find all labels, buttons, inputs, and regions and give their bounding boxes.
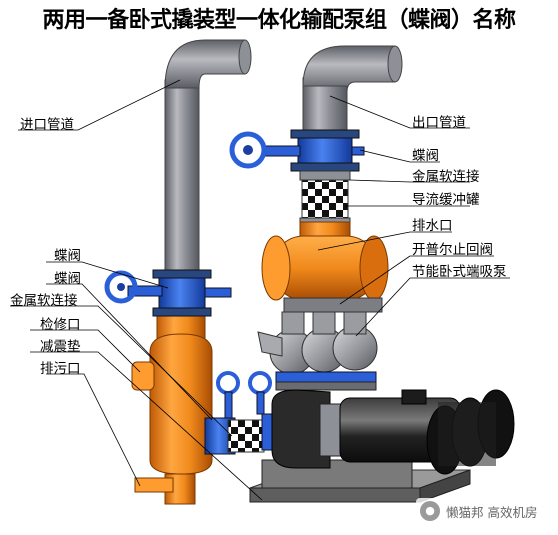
outlet-butterfly-valve [229, 129, 365, 172]
leader-lines [10, 79, 510, 501]
skid-base-frame [249, 459, 471, 503]
label-drain-outlet: 排污口 [40, 361, 81, 377]
end-suction-pumps [271, 389, 515, 475]
label-end-suction-pump: 节能卧式端吸泵 [412, 264, 507, 280]
label-inspection-port: 检修口 [40, 317, 81, 333]
outlet-flexible-connection [299, 170, 351, 227]
label-water-drain-port: 排水口 [412, 218, 453, 234]
inlet-pipe [164, 39, 252, 276]
suction-valves [204, 371, 279, 455]
watermark: ● 懒猫邦 高效机房 [416, 498, 556, 524]
label-outlet-butterfly-valve: 蝶阀 [412, 148, 439, 164]
label-vibration-pad: 减震垫 [40, 339, 81, 355]
inlet-butterfly-valve [104, 269, 232, 317]
label-inlet-butterfly-valve: 蝶阀 [54, 248, 81, 264]
label-inlet-pipe: 进口管道 [20, 117, 74, 133]
label-check-valve: 开普尔止回阀 [412, 242, 493, 258]
check-valves [257, 297, 383, 391]
outlet-pipe [302, 45, 403, 139]
label-outlet-pipe: 出口管道 [412, 115, 466, 131]
label-outlet-flexible-connection: 金属软连接 [412, 169, 480, 185]
wechat-icon: ● [420, 501, 440, 521]
label-buffer-tank: 导流缓冲罐 [412, 192, 480, 208]
diagram-title: 两用一备卧式撬装型一体化输配泵组（蝶阀）名称 [42, 7, 516, 33]
label-suction-butterfly-valve: 蝶阀 [54, 271, 81, 287]
watermark-text: 懒猫邦 高效机房 [446, 504, 538, 520]
buffer-tank [261, 221, 389, 301]
label-inlet-flexible-connection: 金属软连接 [10, 293, 78, 309]
